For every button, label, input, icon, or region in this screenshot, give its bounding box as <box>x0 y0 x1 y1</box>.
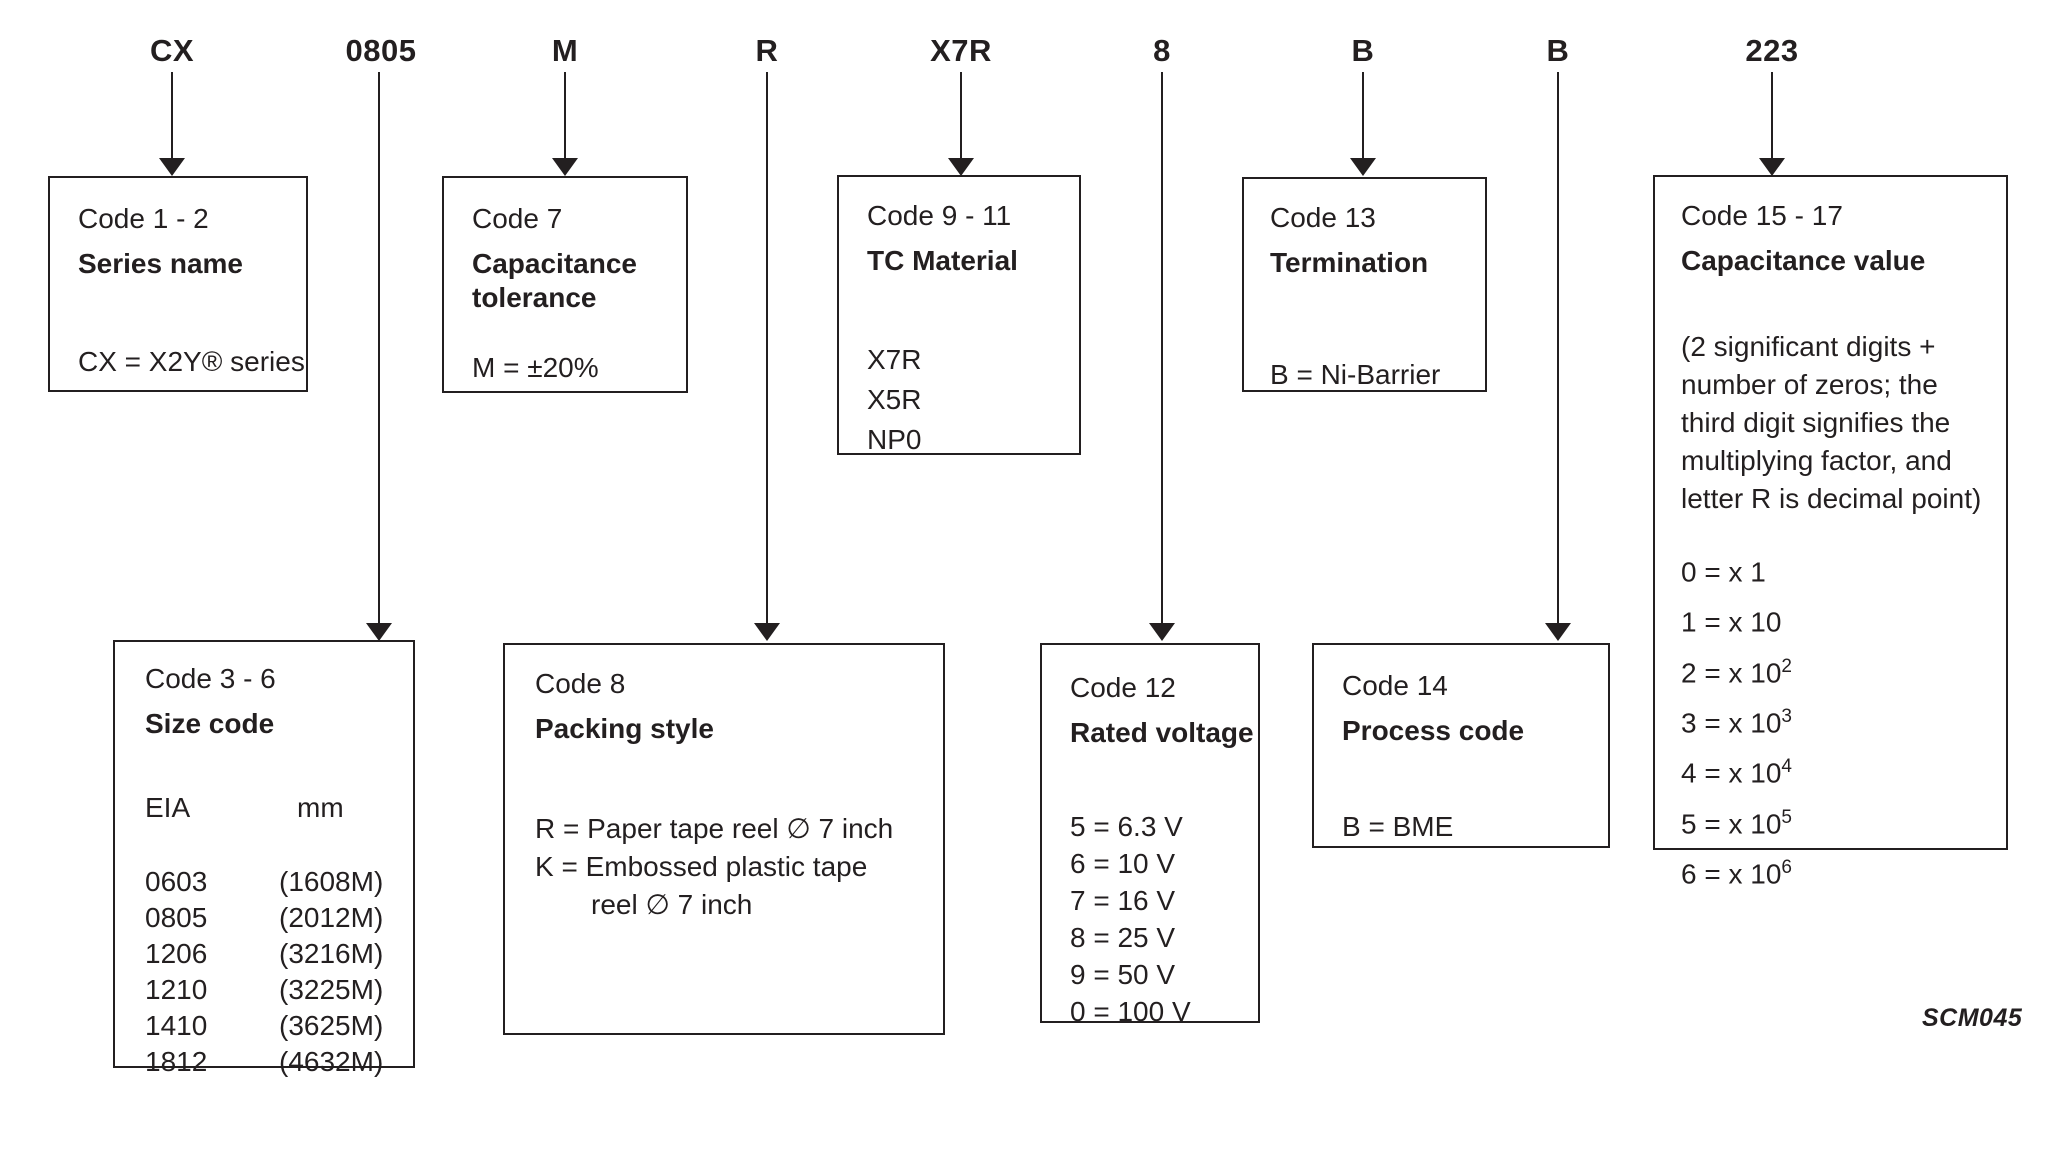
arrow-shaft-b2 <box>1557 72 1559 624</box>
voltage-option: 7 = 16 V <box>1070 885 1176 916</box>
packing-option: K = Embossed plastic tape <box>535 851 868 882</box>
process-value: B = BME <box>1342 811 1454 842</box>
box-title: Termination <box>1270 247 1429 278</box>
box-rated-voltage: Code 12 Rated voltage 5 = 6.3 V 6 = 10 V… <box>1040 643 1260 1027</box>
code-range: Code 8 <box>535 668 626 699</box>
size-row: 1410(3625M) <box>145 1010 384 1041</box>
size-row: 0603(1608M) <box>145 866 384 897</box>
pn-segment-label-8: 8 <box>1153 33 1171 68</box>
arrow-shaft-0805 <box>378 72 380 624</box>
tolerance-value: M = ±20% <box>472 352 599 383</box>
eia-column-header: EIA <box>145 792 191 823</box>
arrow-shaft-r <box>766 72 768 624</box>
multiplier-row: 3 = x 103 <box>1681 705 1792 739</box>
box-process-code: Code 14 Process code B = BME <box>1312 643 1610 848</box>
arrow-head-icon <box>948 158 974 176</box>
tc-material-option: X7R <box>867 344 922 375</box>
packing-option: R = Paper tape reel ∅ 7 inch <box>535 813 894 844</box>
box-title: Packing style <box>535 713 714 744</box>
arrow-shaft-8 <box>1161 72 1163 624</box>
code-range: Code 1 - 2 <box>78 203 209 234</box>
arrow-head-icon <box>1350 158 1376 176</box>
arrow-head-icon <box>1545 623 1571 641</box>
arrow-head-icon <box>159 158 185 176</box>
tc-material-option: NP0 <box>867 424 922 455</box>
box-capacitance-value: Code 15 - 17 Capacitance value (2 signif… <box>1653 175 2008 889</box>
size-table-header: EIA mm <box>145 791 413 825</box>
multiplier-row: 1 = x 10 <box>1681 606 1782 638</box>
multiplier-row: 4 = x 104 <box>1681 756 1792 789</box>
box-title: Process code <box>1342 715 1525 746</box>
pn-segment-label-b2: B <box>1546 33 1570 68</box>
box-title: Capacitance tolerance <box>472 248 637 313</box>
arrow-head-icon <box>552 158 578 176</box>
voltage-option: 6 = 10 V <box>1070 848 1176 879</box>
multiplier-row: 2 = x 102 <box>1681 655 1792 688</box>
pn-segment-label-m: M <box>551 33 579 68</box>
multiplier-row: 5 = x 105 <box>1681 806 1792 839</box>
capacitance-note: (2 significant digits + number of zeros;… <box>1681 331 1982 514</box>
arrow-shaft-cx <box>171 72 173 159</box>
arrow-shaft-b1 <box>1362 72 1364 159</box>
multiplier-row: 0 = x 1 <box>1681 556 1766 588</box>
size-row: 0805(2012M) <box>145 902 384 933</box>
pn-segment-label-b1: B <box>1351 33 1375 68</box>
packing-options: R = Paper tape reel ∅ 7 inch K = Embosse… <box>535 810 943 924</box>
pn-segment-label-x7r: X7R <box>930 33 992 68</box>
arrow-head-icon <box>1759 158 1785 176</box>
multiplier-list: 0 = x 1 1 = x 10 2 = x 102 3 = x 103 4 =… <box>1681 544 1982 896</box>
code-range: Code 7 <box>472 203 563 234</box>
pn-segment-label-cx: CX <box>149 33 195 68</box>
box-size-code: Code 3 - 6 Size code EIA mm 0603(1608M) 0… <box>113 640 415 1077</box>
arrow-shaft-x7r <box>960 72 962 159</box>
mm-column-header: mm <box>297 792 344 823</box>
box-title: TC Material <box>867 245 1018 276</box>
box-capacitance-tolerance: Code 7 Capacitance tolerance M = ±20% <box>442 176 688 393</box>
code-range: Code 3 - 6 <box>145 663 276 694</box>
size-row: 1206(3216M) <box>145 938 384 969</box>
box-termination: Code 13 Termination B = Ni-Barrier <box>1242 177 1487 392</box>
size-row: 1210(3225M) <box>145 974 384 1005</box>
arrow-head-icon <box>366 623 392 641</box>
code-range: Code 15 - 17 <box>1681 200 1843 231</box>
box-title: Capacitance value <box>1681 245 1926 276</box>
box-series-name: Code 1 - 2 Series name CX = X2Y® series <box>48 176 308 392</box>
box-title: Size code <box>145 708 275 739</box>
arrow-shaft-m <box>564 72 566 159</box>
voltage-option: 8 = 25 V <box>1070 922 1176 953</box>
code-range: Code 14 <box>1342 670 1448 701</box>
box-title: Rated voltage <box>1070 717 1254 748</box>
pn-segment-label-0805: 0805 <box>345 33 417 68</box>
voltage-option: 0 = 100 V <box>1070 996 1191 1027</box>
box-packing-style: Code 8 Packing style R = Paper tape reel… <box>503 643 945 1035</box>
pn-segment-label-223: 223 <box>1745 33 1799 68</box>
tc-material-option: X5R <box>867 384 922 415</box>
code-range: Code 12 <box>1070 672 1176 703</box>
arrow-head-icon <box>1149 623 1175 641</box>
termination-value: B = Ni-Barrier <box>1270 359 1441 390</box>
tc-material-options: X7R X5R NP0 <box>867 340 1079 460</box>
code-range: Code 13 <box>1270 202 1376 233</box>
packing-option-continuation: reel ∅ 7 inch <box>591 889 753 920</box>
voltage-options: 5 = 6.3 V 6 = 10 V 7 = 16 V 8 = 25 V 9 =… <box>1070 808 1258 1030</box>
size-row: 1812(4632M) <box>145 1046 384 1077</box>
series-value: CX = X2Y® series <box>78 346 305 377</box>
box-title: Series name <box>78 248 243 279</box>
box-tc-material: Code 9 - 11 TC Material X7R X5R NP0 <box>837 175 1081 455</box>
code-range: Code 9 - 11 <box>867 200 1012 231</box>
pn-segment-label-r: R <box>755 33 779 68</box>
figure-code: SCM045 <box>1922 1004 2023 1032</box>
arrow-shaft-223 <box>1771 72 1773 159</box>
voltage-option: 5 = 6.3 V <box>1070 811 1183 842</box>
voltage-option: 9 = 50 V <box>1070 959 1176 990</box>
arrow-head-icon <box>754 623 780 641</box>
multiplier-row: 6 = x 106 <box>1681 856 1792 890</box>
size-table-rows: 0603(1608M) 0805(2012M) 1206(3216M) 1210… <box>145 864 413 1080</box>
